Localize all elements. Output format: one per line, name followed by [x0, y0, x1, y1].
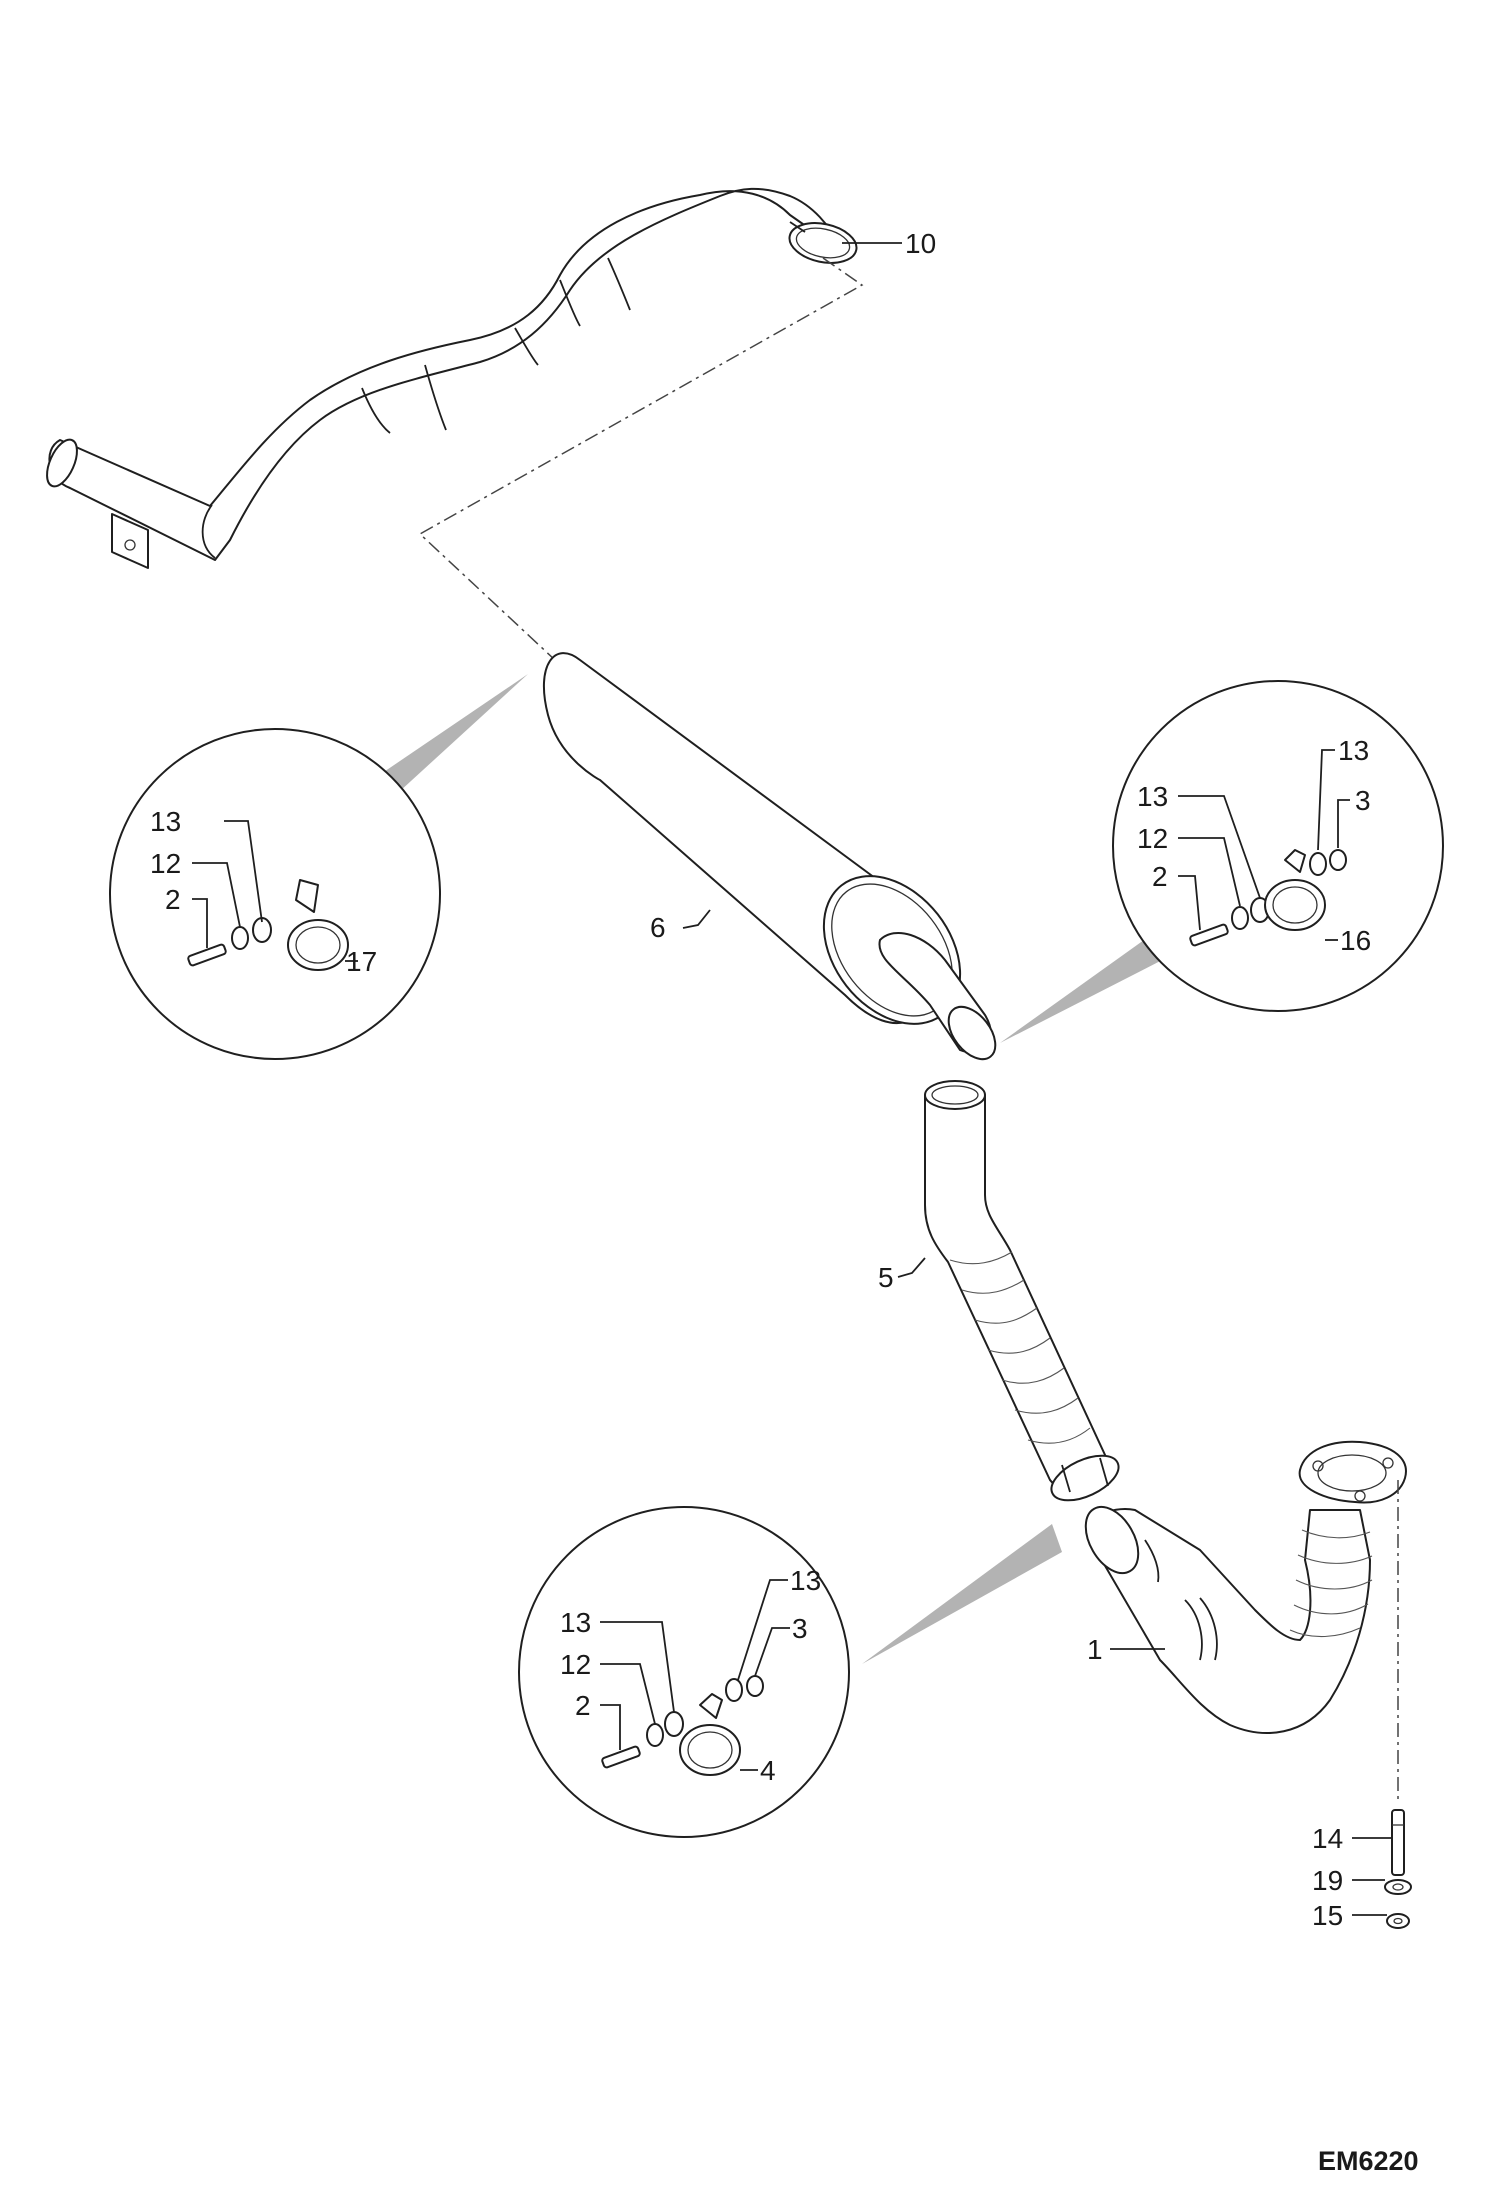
leader-lines	[192, 242, 1392, 1916]
callout-detail-right-13-top: 13	[1338, 735, 1369, 766]
detail-pointer-left	[372, 674, 528, 802]
callout-detail-bottom-13: 13	[560, 1607, 591, 1638]
callout-detail-left-2: 2	[165, 884, 181, 915]
tailpipe	[46, 187, 858, 569]
detail-bottom-hardware	[601, 1675, 764, 1776]
detail-pointer-bottom	[862, 1524, 1062, 1664]
callout-detail-left-12: 12	[150, 848, 181, 879]
callout-labels: 10 6 5 1 13 12 2 17 13 13 3 12 2 16 13 1…	[150, 228, 1419, 2176]
callout-detail-bottom-3: 3	[792, 1613, 808, 1644]
detail-circle-left	[109, 728, 441, 1060]
callout-detail-right-3: 3	[1355, 785, 1371, 816]
diagram-code: EM6220	[1318, 2146, 1419, 2176]
callout-detail-right-12: 12	[1137, 823, 1168, 854]
callout-14: 14	[1312, 1823, 1343, 1854]
callout-detail-right-16: 16	[1340, 925, 1371, 956]
stud-hardware	[1384, 1809, 1412, 1929]
callout-detail-left-13: 13	[150, 806, 181, 837]
front-pipe	[1084, 1440, 1407, 1734]
detail-pointer-right	[1000, 930, 1172, 1043]
assembly-centerline-upper	[418, 257, 864, 661]
muffler	[543, 652, 997, 1061]
callout-15: 15	[1312, 1900, 1343, 1931]
detail-left-hardware	[187, 879, 349, 971]
callout-detail-right-2: 2	[1152, 861, 1168, 892]
callout-19: 19	[1312, 1865, 1343, 1896]
callout-detail-left-17: 17	[346, 946, 377, 977]
callout-10: 10	[905, 228, 936, 259]
callout-detail-right-13: 13	[1137, 781, 1168, 812]
callout-1: 1	[1087, 1634, 1103, 1665]
callout-detail-bottom-4: 4	[760, 1755, 776, 1786]
callout-detail-bottom-2: 2	[575, 1690, 591, 1721]
callout-5: 5	[878, 1262, 894, 1293]
callout-detail-bottom-13-top: 13	[790, 1565, 821, 1596]
detail-circle-right	[1112, 680, 1444, 1012]
detail-right-hardware	[1189, 849, 1347, 947]
callout-6: 6	[650, 912, 666, 943]
intermediate-pipe	[924, 1080, 1120, 1502]
callout-detail-bottom-12: 12	[560, 1649, 591, 1680]
